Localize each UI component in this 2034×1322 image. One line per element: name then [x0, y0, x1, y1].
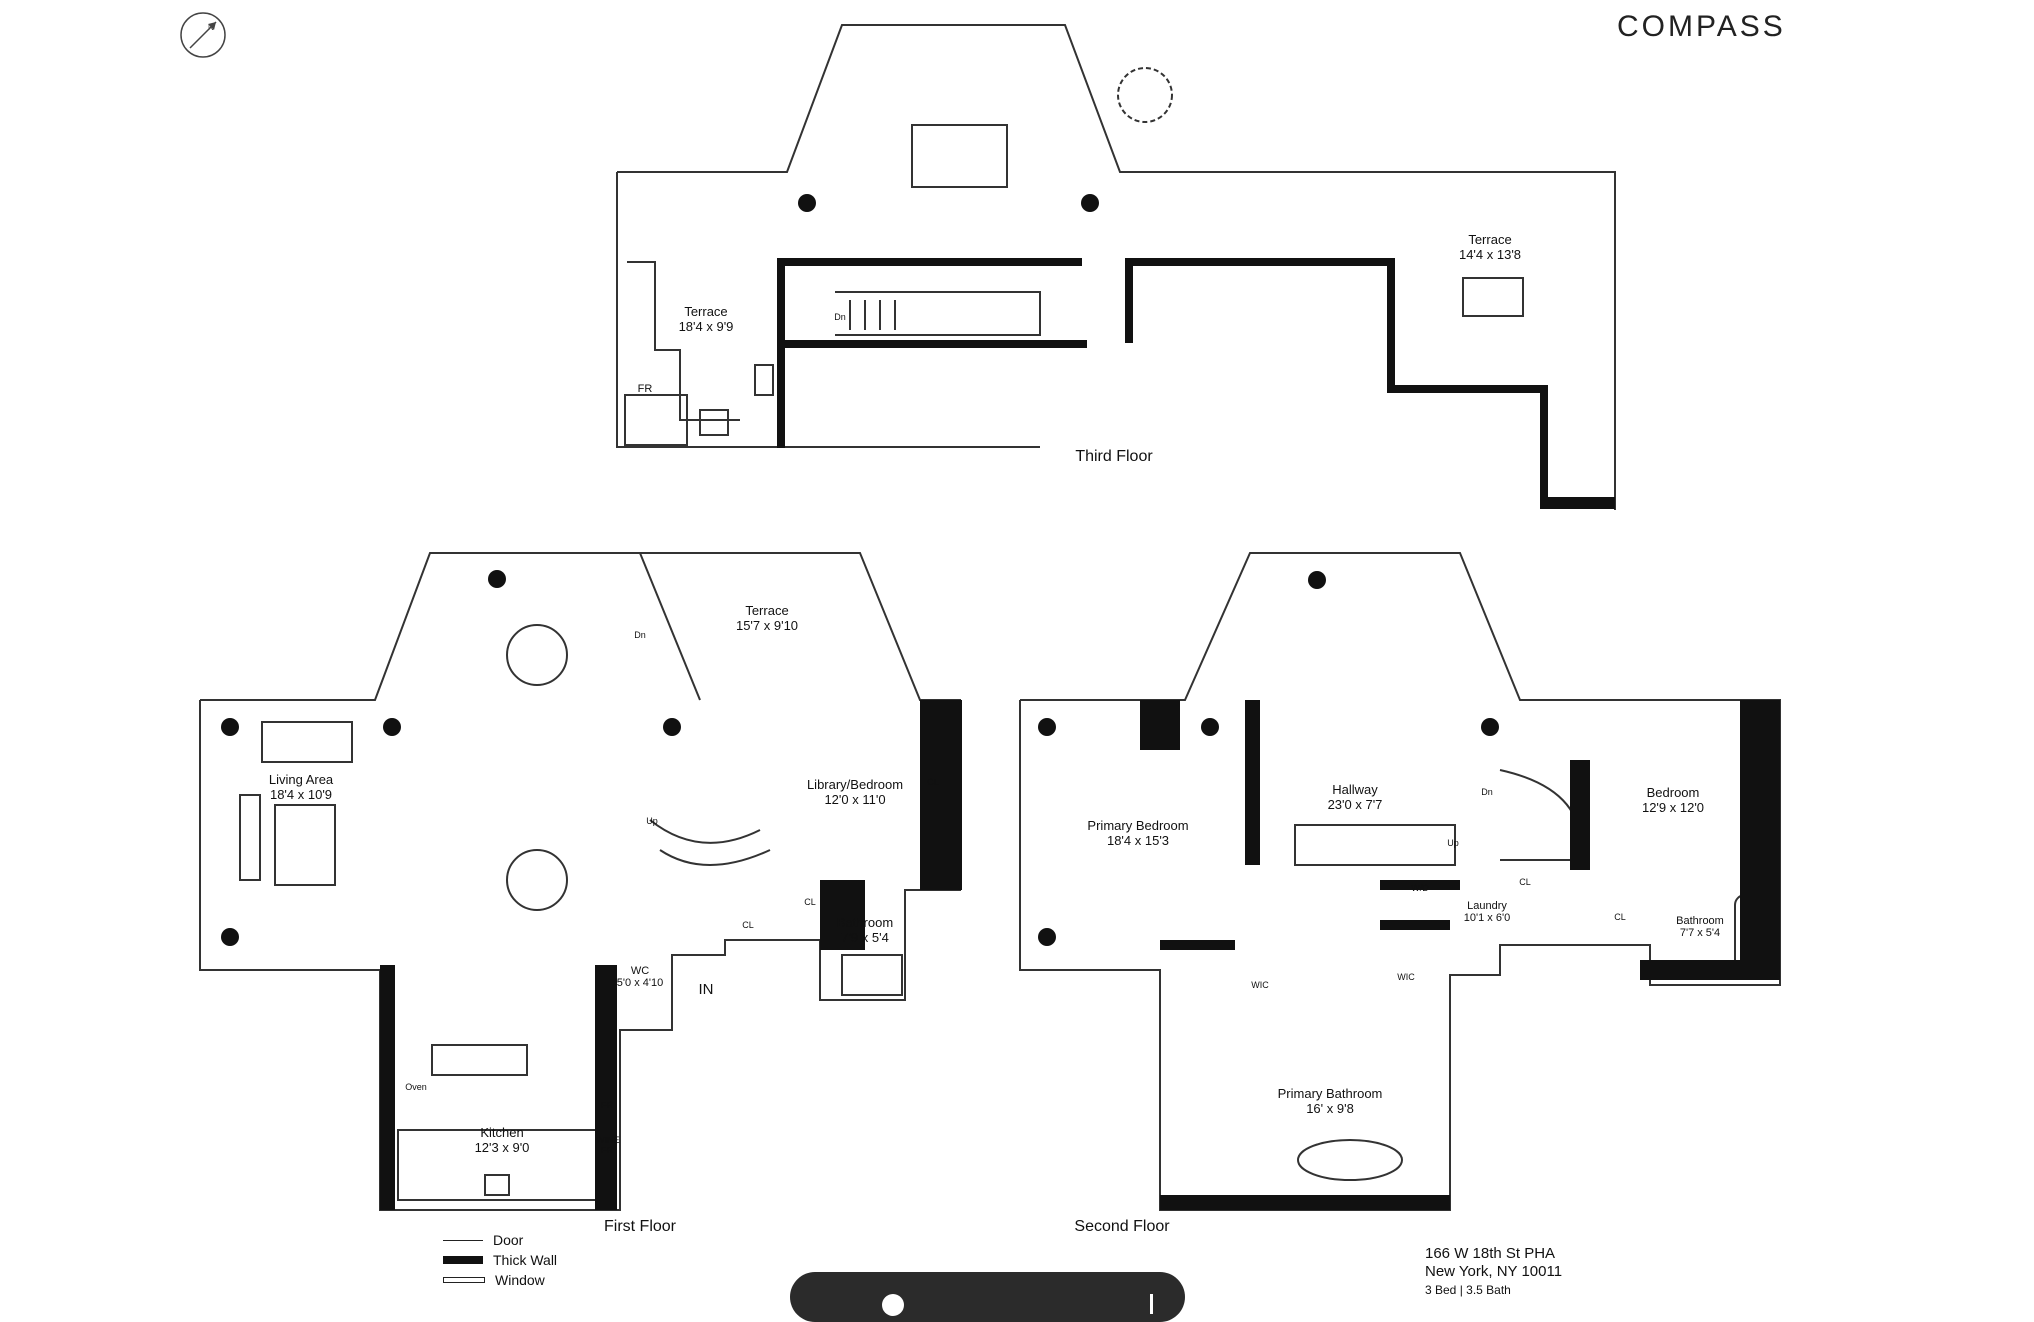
room-dims: 15'7 x 9'10: [735, 618, 799, 633]
room-label-living-area: Living Area 18'4 x 10'9: [269, 772, 333, 802]
media-control-pill[interactable]: [790, 1272, 1185, 1322]
stairs-up-label: Up: [1447, 838, 1459, 848]
property-address: 166 W 18th St PHA New York, NY 10011 3 B…: [1425, 1245, 1562, 1299]
address-line-1: 166 W 18th St PHA: [1425, 1245, 1556, 1262]
room-name: Bathroom: [836, 915, 894, 930]
room-dims: 23'0 x 7'7: [1327, 797, 1383, 812]
legend-label: Thick Wall: [493, 1252, 558, 1268]
room-label-library-bedroom: Library/Bedroom 12'0 x 11'0: [807, 777, 903, 807]
closet-label: CL: [1519, 877, 1531, 887]
first-floor-plan: [199, 552, 961, 1211]
room-dims: 12'9 x 12'0: [1641, 800, 1705, 815]
divider-bar: [1150, 1294, 1153, 1314]
room-dims: 18'4 x 15'3: [1106, 833, 1170, 848]
room-label-bedroom: Bedroom 12'9 x 12'0: [1642, 785, 1704, 815]
room-dims: 5'0 x 4'10: [616, 977, 664, 989]
closet-label: CL: [742, 920, 754, 930]
room-dims: 16' x 9'8: [1306, 1101, 1354, 1116]
room-dims: 18'4 x 10'9: [269, 787, 333, 802]
room-dims: 12'3 x 9'0: [474, 1140, 530, 1155]
room-name: Laundry: [1467, 900, 1507, 912]
room-name: Primary Bathroom: [1277, 1086, 1383, 1101]
fridge-label: FR: [637, 383, 653, 395]
stairs-down-label: Dn: [834, 312, 846, 322]
legend-label: Door: [493, 1232, 524, 1248]
stairs-down-label: Dn: [1481, 787, 1493, 797]
north-letter: N: [208, 23, 214, 32]
room-label-laundry: Laundry 10'1 x 6'0: [1464, 900, 1510, 924]
stairs-down-label: Dn: [634, 630, 646, 640]
room-name: Kitchen: [480, 1125, 524, 1140]
legend-door: Door: [443, 1230, 557, 1250]
legend-thick-wall: Thick Wall: [443, 1250, 557, 1270]
window-swatch: [443, 1277, 485, 1283]
oven-label: Oven: [405, 1082, 427, 1092]
walk-in-closet-label: WIC: [1397, 972, 1415, 982]
room-label-primary-bedroom: Primary Bedroom 18'4 x 15'3: [1087, 818, 1188, 848]
room-dims: 10'1 x 6'0: [1463, 912, 1511, 924]
room-label-wc: WC 5'0 x 4'10: [617, 965, 663, 989]
address-line-2: New York, NY 10011: [1425, 1263, 1563, 1280]
room-name: Primary Bedroom: [1087, 818, 1189, 833]
room-dims: 18'4 x 9'9: [678, 319, 734, 334]
room-name: Bathroom: [1676, 915, 1724, 927]
room-dims: 12'0 x 11'0: [824, 792, 886, 807]
scrubber-knob[interactable]: [882, 1294, 904, 1316]
compass-logo: COMPASS: [1617, 10, 1786, 43]
room-name: Hallway: [1332, 782, 1378, 797]
room-name: WC: [630, 965, 650, 977]
room-label-bathroom-first: Bathroom 7'9 x 5'4: [837, 915, 893, 945]
north-arrow-icon: N: [180, 12, 226, 58]
room-label-terrace-first: Terrace 15'7 x 9'10: [736, 603, 798, 633]
floor-title-first: First Floor: [604, 1218, 676, 1235]
walk-in-closet-label: WIC: [1251, 980, 1269, 990]
wine-fridge-label: WINE FR: [596, 1135, 620, 1155]
closet-label: CL: [804, 897, 816, 907]
entry-label: IN: [698, 981, 714, 998]
legend: Door Thick Wall Window: [443, 1230, 557, 1290]
room-label-primary-bathroom: Primary Bathroom 16' x 9'8: [1278, 1086, 1383, 1116]
room-label-terrace-west: Terrace 18'4 x 9'9: [679, 304, 734, 334]
room-label-hallway: Hallway 23'0 x 7'7: [1328, 782, 1383, 812]
room-dims: 7'7 x 5'4: [1679, 927, 1721, 939]
legend-label: Window: [495, 1272, 545, 1288]
beds-baths: 3 Bed | 3.5 Bath: [1425, 1283, 1511, 1297]
room-name: Terrace: [745, 603, 789, 618]
floor-title-second: Second Floor: [1074, 1218, 1170, 1235]
room-label-terrace-east: Terrace 14'4 x 13'8: [1459, 232, 1521, 262]
third-floor-plan: [616, 24, 1616, 510]
closet-label: CL: [1614, 912, 1626, 922]
closet-label: CL: [927, 777, 939, 787]
floor-title-third: Third Floor: [1075, 448, 1153, 465]
thick-walls: [380, 258, 1780, 1210]
columns: [221, 194, 1499, 946]
room-dims: 7'9 x 5'4: [841, 930, 889, 945]
room-label-bathroom-second: Bathroom 7'7 x 5'4: [1676, 915, 1724, 939]
second-floor-plan: [1019, 552, 1781, 1211]
room-name: Terrace: [1468, 232, 1512, 247]
legend-window: Window: [443, 1270, 557, 1290]
room-name: Library/Bedroom: [806, 777, 904, 792]
room-name: Bedroom: [1646, 785, 1700, 800]
stairs-up-label: Up: [646, 816, 658, 826]
room-name: Living Area: [268, 772, 334, 787]
washer-dryer-label: W/D: [1411, 883, 1429, 893]
room-name: Terrace: [684, 304, 728, 319]
room-dims: 14'4 x 13'8: [1458, 247, 1522, 262]
room-label-kitchen: Kitchen 12'3 x 9'0: [475, 1125, 530, 1155]
thick-wall-swatch: [443, 1256, 483, 1264]
fridge-label: FR: [601, 1100, 613, 1110]
door-swatch: [443, 1239, 483, 1241]
